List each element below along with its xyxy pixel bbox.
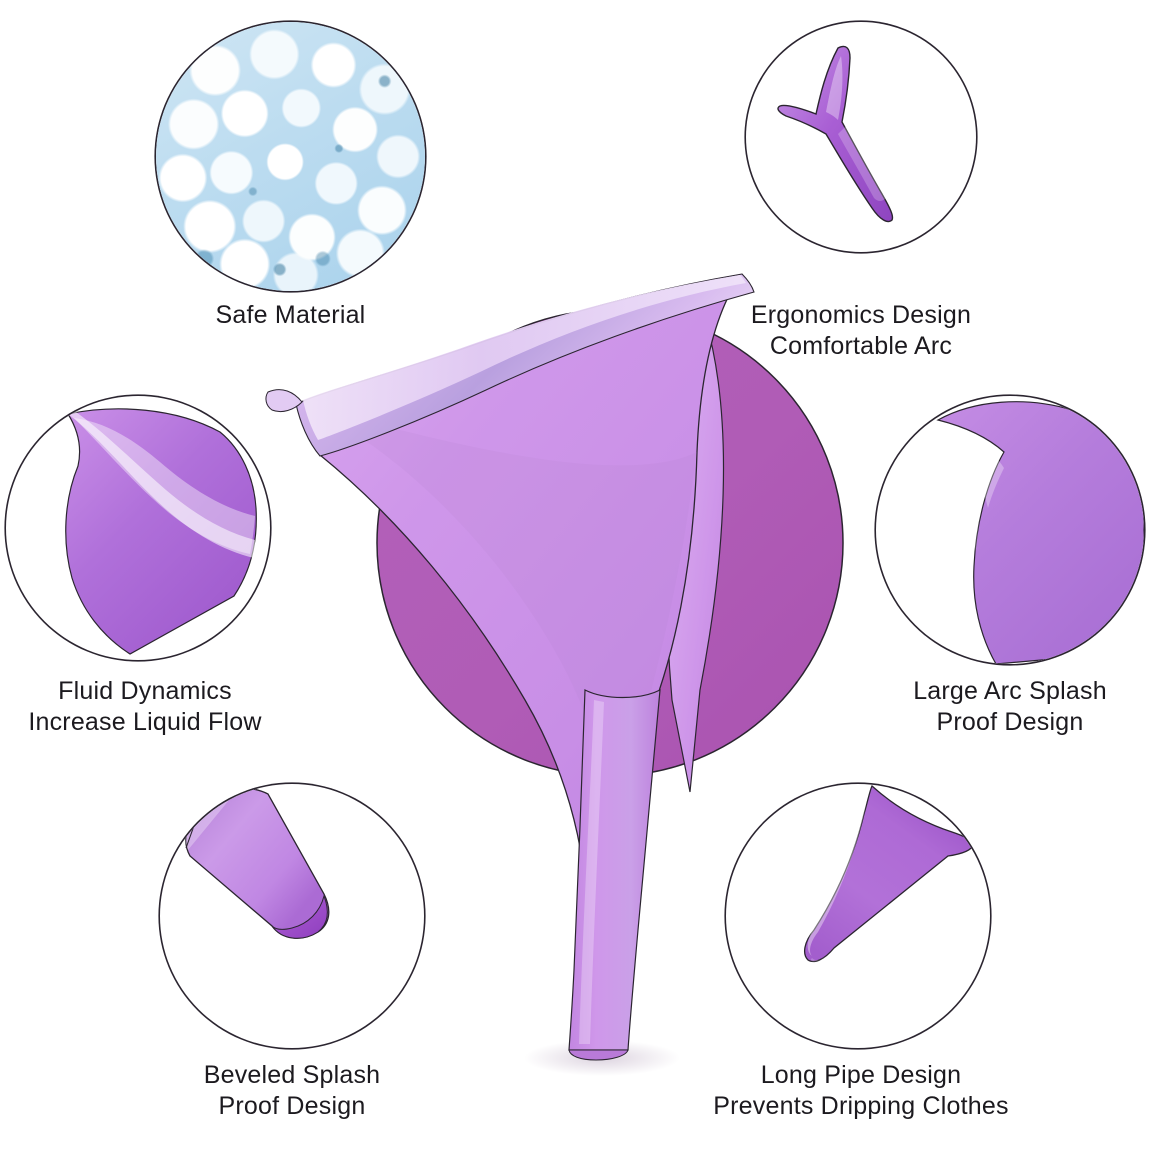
hero-tube-bevel: [568, 1049, 629, 1061]
feature-bubble-long-pipe-design[interactable]: [726, 784, 990, 1048]
beveled-tube-tip-icon: [160, 784, 424, 1048]
large-arc-rim-closeup-icon: [876, 396, 1144, 664]
long-pipe-body: [803, 784, 975, 963]
silicone-pellets-icon: [156, 22, 425, 291]
hero-tube-highlight: [579, 700, 604, 1044]
feature-caption-fluid-dynamics: Fluid Dynamics Increase Liquid Flow: [28, 677, 262, 736]
inner-channel-closeup-icon: [6, 396, 270, 660]
feature-caption-long-pipe-design: Long Pipe Design Prevents Dripping Cloth…: [713, 1061, 1009, 1120]
large-arc-highlight: [960, 434, 1004, 508]
hero-rim-highlight: [303, 275, 746, 440]
feature-bubble-ergonomics-design[interactable]: [746, 22, 976, 252]
feature-caption-ergonomics-design: Ergonomics Design Comfortable Arc: [750, 301, 972, 360]
feature-caption-beveled-splash-proof: Beveled Splash Proof Design: [203, 1061, 381, 1120]
feature-bubble-large-arc-splash-proof[interactable]: [876, 396, 1144, 664]
feature-bubble-beveled-splash-proof[interactable]: [160, 784, 424, 1048]
feature-caption-large-arc-splash-proof: Large Arc Splash Proof Design: [913, 677, 1107, 736]
hero-rim-left-spout: [265, 389, 303, 413]
beveled-tube-opening: [271, 894, 328, 939]
fluid-channel-body: [65, 408, 257, 655]
ergonomic-arc-shape: [777, 45, 894, 223]
side-profile-funnel-icon: [746, 22, 976, 252]
feature-caption-safe-material: Safe Material: [215, 301, 366, 329]
feature-bubble-safe-material[interactable]: [156, 22, 425, 291]
hero-drain-tube: [568, 688, 661, 1051]
long-tube-profile-icon: [726, 784, 990, 1048]
beveled-tube-edge-highlight: [185, 793, 234, 850]
long-pipe-highlight: [807, 794, 868, 956]
feature-bubble-fluid-dynamics[interactable]: [6, 396, 270, 660]
